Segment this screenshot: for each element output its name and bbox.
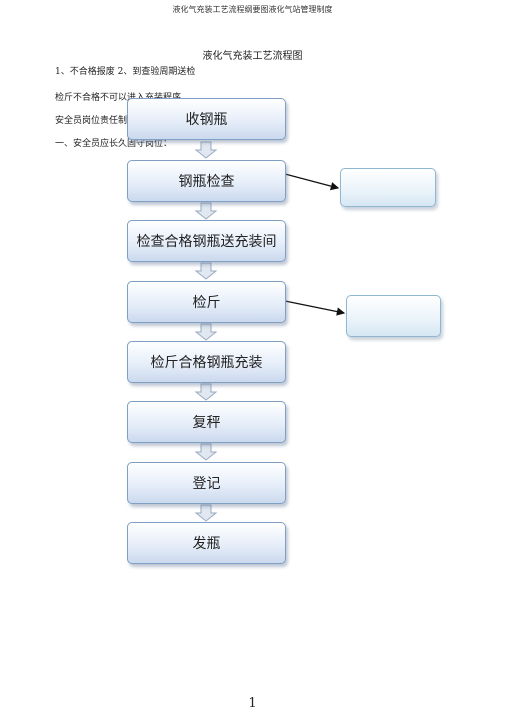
flow-step-5: 检斤合格钢瓶充装: [127, 341, 286, 383]
down-arrow-6: [194, 443, 218, 461]
down-arrow-5: [194, 383, 218, 401]
down-arrow-3: [194, 262, 218, 280]
document-title: 液化气充装工艺流程图: [202, 51, 303, 62]
page-header: 液化气充装工艺流程纲要图液化气站管理制度: [172, 5, 333, 14]
flow-step-8: 发瓶: [127, 522, 286, 564]
side-arrow-1: [284, 173, 340, 191]
side-note-box-2: [346, 295, 441, 337]
flow-step-2: 钢瓶检查: [127, 160, 286, 202]
down-arrow-4: [194, 323, 218, 341]
flow-step-7: 登记: [127, 462, 286, 504]
note-line-3: 安全员岗位责任制: [55, 116, 128, 126]
down-arrow-2: [194, 202, 218, 220]
note-line-1: 1、不合格报废 2、到查验周期送检: [55, 67, 196, 77]
note-line-2: 检斤不合格不可以进入充装程序: [55, 93, 182, 103]
flow-step-6: 复秤: [127, 401, 286, 443]
flow-step-1: 收钢瓶: [127, 98, 286, 140]
side-arrow-2: [284, 300, 346, 316]
page-number: 1: [248, 696, 257, 711]
flow-step-3: 检查合格钢瓶送充装间: [127, 220, 286, 262]
down-arrow-7: [194, 504, 218, 522]
down-arrow-1: [194, 141, 218, 159]
flow-step-4: 检斤: [127, 281, 286, 323]
side-note-box-1: [340, 168, 436, 207]
note-line-4: 一、安全员应长久固守岗位：: [55, 139, 173, 149]
